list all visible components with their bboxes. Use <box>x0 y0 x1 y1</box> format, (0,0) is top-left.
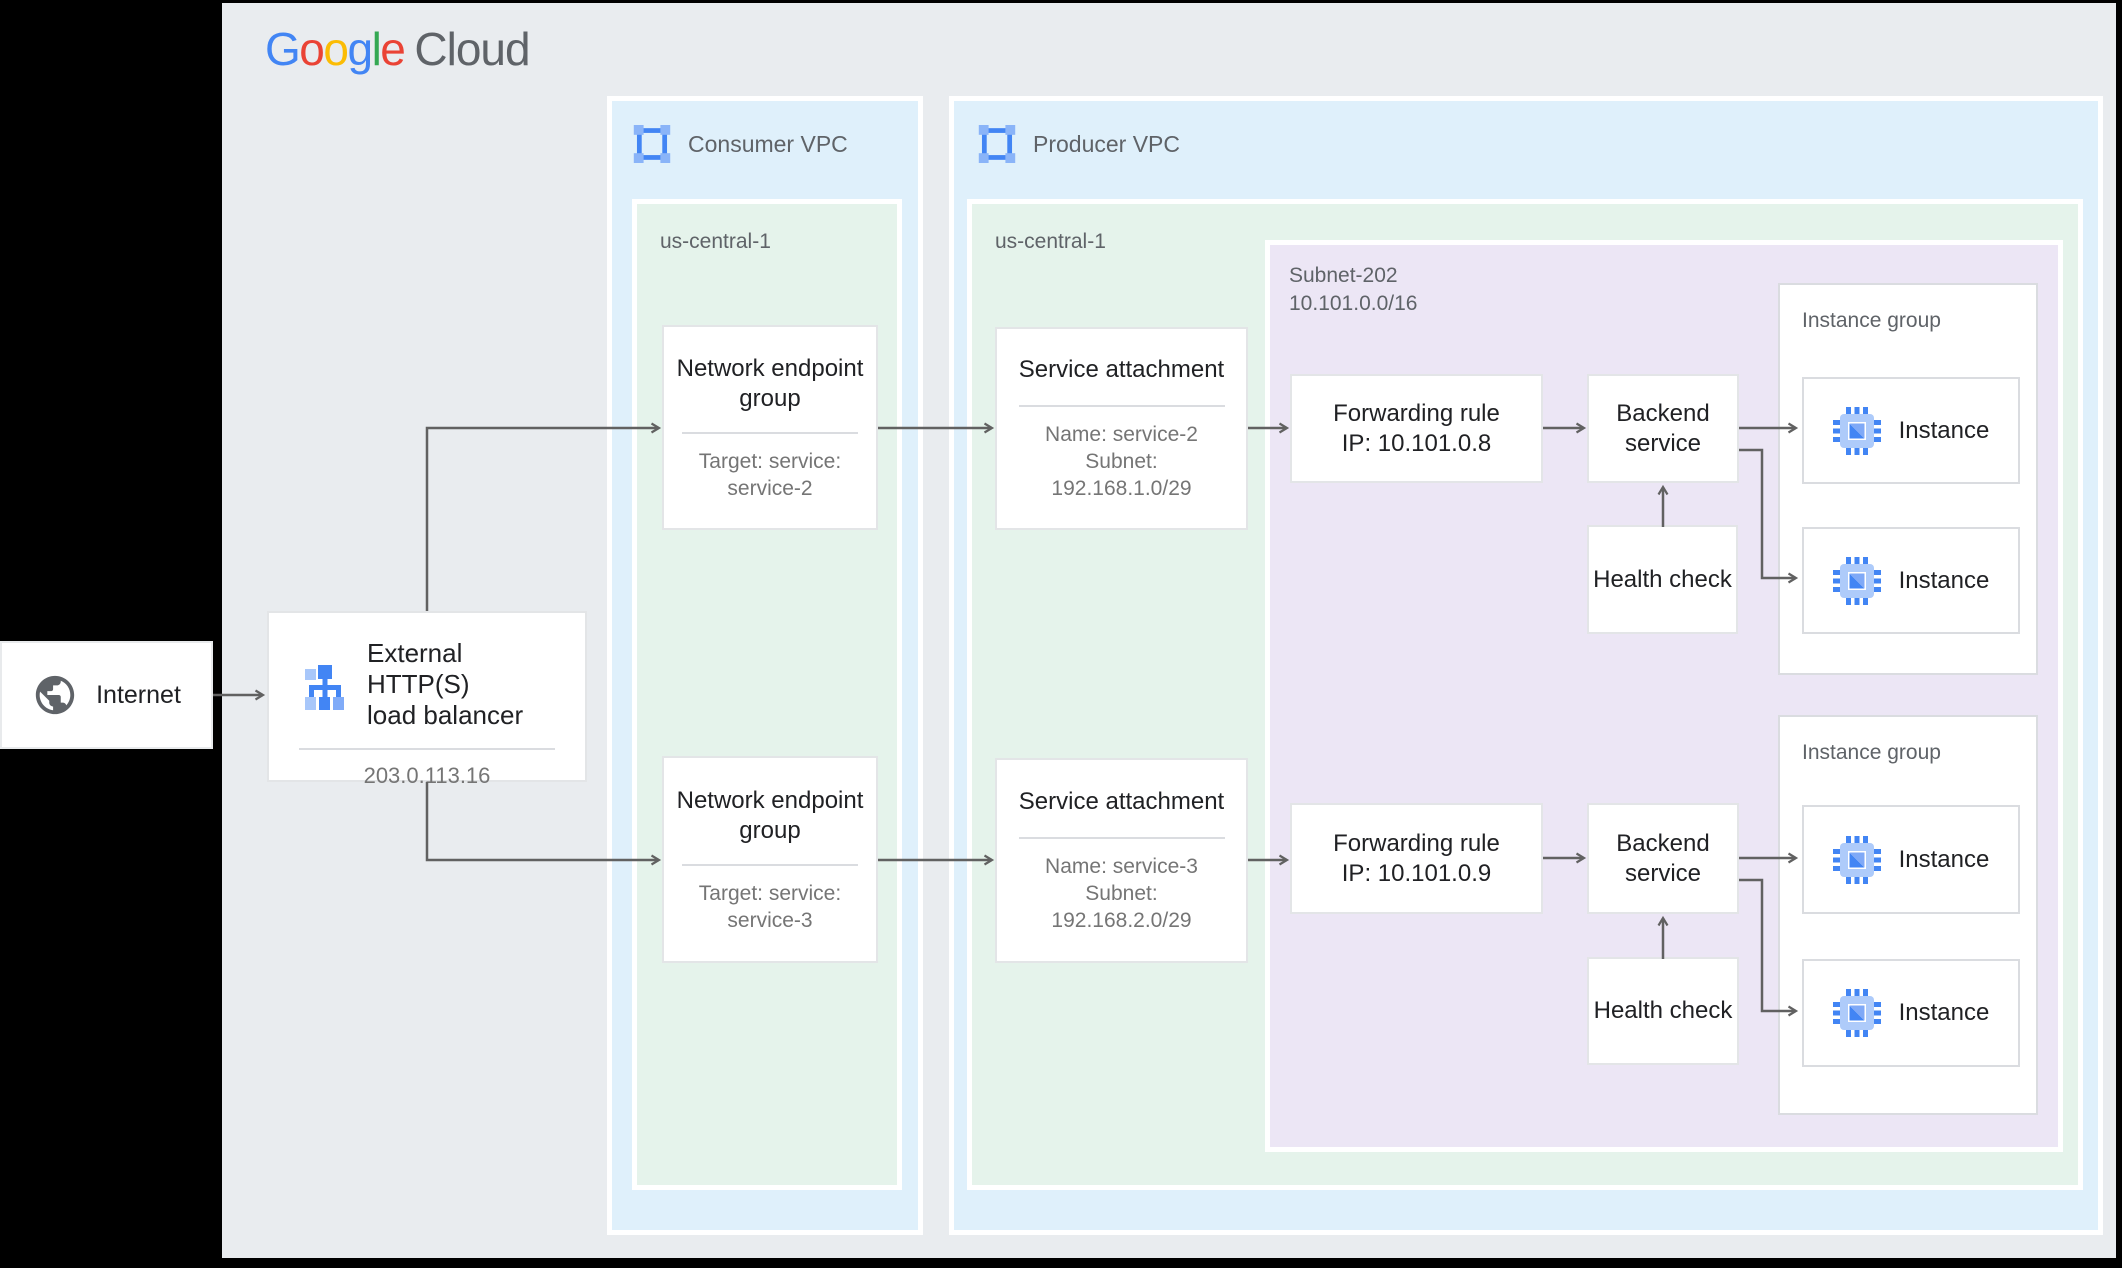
logo-letter: l <box>371 23 382 75</box>
service-attachment-1: Service attachment Name: service-2 Subne… <box>995 327 1248 530</box>
load-balancer-icon <box>305 664 344 710</box>
instance-label: Instance <box>1898 566 1990 594</box>
internet-label: Internet <box>96 680 181 709</box>
service-attachment-2: Service attachment Name: service-3 Subne… <box>995 758 1248 963</box>
health-check-2: Health check <box>1587 957 1739 1065</box>
load-balancer-node: External HTTP(S) load balancer 203.0.113… <box>267 611 587 788</box>
divider <box>682 431 858 434</box>
neg-target: Target: service: service-2 <box>698 449 842 500</box>
consumer-region-label: us-central-1 <box>660 230 771 253</box>
instance-label: Instance <box>1898 845 1990 873</box>
vpc-icon <box>978 125 1016 163</box>
instance-group-1: Instance group Instance <box>1778 283 2038 675</box>
neg-target: Target: service: service-3 <box>698 881 842 932</box>
instance-group-label: Instance group <box>1802 309 1941 332</box>
compute-instance-icon <box>1832 989 1881 1037</box>
forwarding-rule-2: Forwarding rule IP: 10.101.0.9 <box>1290 803 1543 914</box>
logo-letter: G <box>265 23 301 75</box>
consumer-vpc-header: Consumer VPC <box>633 124 848 164</box>
instance-label: Instance <box>1898 999 1990 1026</box>
health-check-1: Health check <box>1587 525 1738 634</box>
consumer-vpc-label: Consumer VPC <box>688 130 848 157</box>
load-balancer-head: External HTTP(S) load balancer <box>299 638 569 731</box>
instance-group-label: Instance group <box>1802 741 1941 764</box>
network-endpoint-group-2: Network endpoint group Target: service: … <box>662 756 878 963</box>
internet-node: Internet <box>0 641 213 749</box>
backend-service-text: Backend service <box>1616 829 1710 887</box>
instance-node: Instance <box>1802 377 2020 484</box>
divider <box>299 748 555 750</box>
health-check-text: Health check <box>1593 997 1733 1024</box>
forwarding-rule-1: Forwarding rule IP: 10.101.0.8 <box>1290 374 1543 483</box>
divider <box>1018 837 1225 839</box>
vpc-icon <box>633 125 671 163</box>
backend-service-2: Backend service <box>1587 803 1739 914</box>
instance-label: Instance <box>1898 416 1990 444</box>
service-attachment-title: Service attachment <box>1018 356 1225 383</box>
neg-title: Network endpoint group <box>676 786 864 844</box>
compute-instance-icon <box>1832 556 1881 605</box>
neg-title: Network endpoint group <box>676 354 864 412</box>
logo-cloud-word: Cloud <box>414 23 530 75</box>
service-attachment-details: Name: service-3 Subnet: 192.168.2.0/29 <box>1045 855 1198 932</box>
load-balancer-title: External HTTP(S) load balancer <box>367 638 524 730</box>
producer-region-label: us-central-1 <box>995 230 1106 253</box>
logo-letter: e <box>380 23 406 75</box>
load-balancer-ip: 203.0.113.16 <box>363 763 491 788</box>
health-check-text: Health check <box>1593 565 1732 593</box>
logo-letter: o <box>323 23 349 75</box>
service-attachment-details: Name: service-2 Subnet: 192.168.1.0/29 <box>1045 423 1198 500</box>
globe-icon <box>35 675 75 715</box>
forwarding-rule-text: Forwarding rule IP: 10.101.0.8 <box>1333 399 1500 457</box>
network-endpoint-group-1: Network endpoint group Target: service: … <box>662 325 878 530</box>
logo-letter: g <box>347 23 373 75</box>
divider <box>682 863 858 866</box>
divider <box>1018 405 1225 407</box>
service-attachment-title: Service attachment <box>1018 788 1225 815</box>
instance-node: Instance <box>1802 527 2020 634</box>
compute-instance-icon <box>1832 406 1881 455</box>
compute-instance-icon <box>1832 835 1881 884</box>
instance-node: Instance <box>1802 805 2020 914</box>
instance-group-2: Instance group Instance <box>1778 715 2038 1115</box>
subnet-label: Subnet-202 10.101.0.0/16 <box>1289 264 1418 315</box>
instance-node: Instance <box>1802 959 2020 1067</box>
backend-service-text: Backend service <box>1616 399 1710 457</box>
forwarding-rule-text: Forwarding rule IP: 10.101.0.9 <box>1333 829 1500 887</box>
backend-service-1: Backend service <box>1587 374 1739 483</box>
logo-letter: o <box>299 23 325 75</box>
producer-vpc-label: Producer VPC <box>1033 130 1181 157</box>
producer-vpc-header: Producer VPC <box>978 124 1180 164</box>
